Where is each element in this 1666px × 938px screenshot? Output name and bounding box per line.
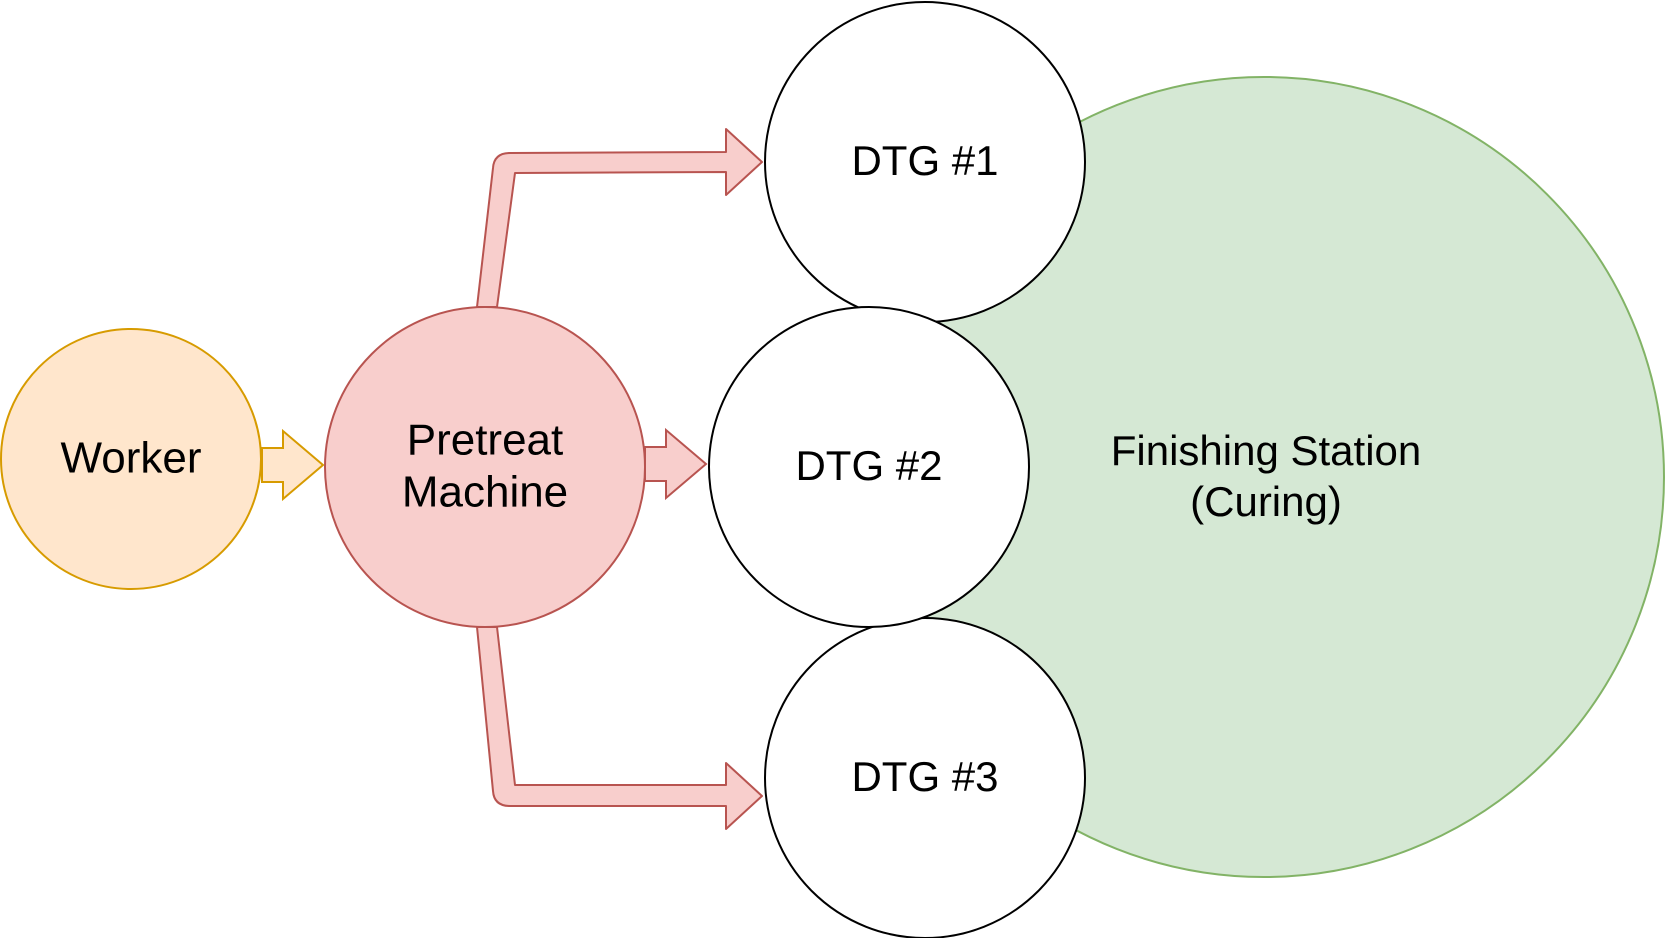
dtg2-label: DTG #2: [795, 442, 942, 489]
finishing-label-line1: Finishing Station: [1111, 427, 1422, 474]
arrow-pretreat-to-dtg2: [644, 427, 708, 501]
finishing-label-line2: (Curing): [1190, 478, 1342, 525]
arrow-pretreat-to-dtg3: [476, 626, 763, 830]
pretreat-label-line1: Pretreat: [407, 416, 564, 465]
arrow-worker-to-pretreat: [261, 428, 325, 502]
dtg3-label: DTG #3: [851, 753, 998, 800]
dtg1-label: DTG #1: [851, 137, 998, 184]
dtg3-node[interactable]: [764, 617, 1086, 938]
arrow-pretreat-to-dtg1: [476, 128, 763, 308]
dtg2-node[interactable]: [708, 306, 1030, 628]
worker-label: Worker: [61, 434, 202, 483]
worker-node[interactable]: [0, 328, 262, 590]
pretreat-machine-node[interactable]: [324, 306, 646, 628]
pretreat-label-line2: Machine: [402, 468, 568, 517]
